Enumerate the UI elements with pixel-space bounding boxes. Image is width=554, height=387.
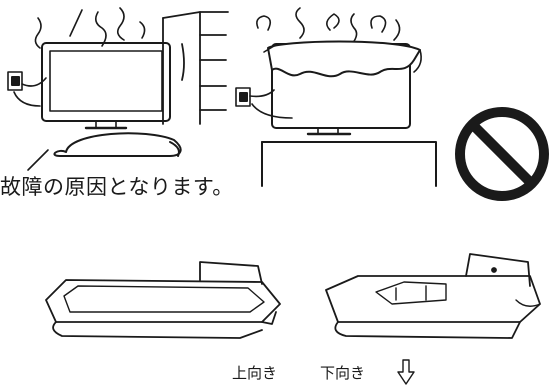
down-arrow-icon [397, 359, 415, 385]
warning-caption: 故障の原因となります。 [0, 175, 234, 199]
tv-right-covered [235, 40, 437, 187]
shelf-unit [162, 11, 229, 125]
prohibition-icon [455, 107, 549, 201]
tv-left [7, 42, 182, 171]
tv-face-down [325, 253, 541, 339]
tv-face-up [45, 261, 281, 339]
heat-lines-right [256, 7, 401, 45]
heat-lines-left [34, 7, 146, 49]
face-down-label: 下向き [320, 364, 366, 382]
face-up-label: 上向き [232, 364, 278, 382]
